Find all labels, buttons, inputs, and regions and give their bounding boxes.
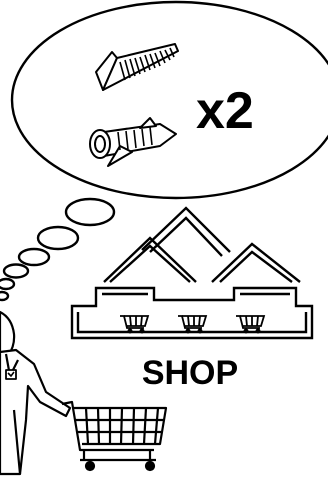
store-building — [72, 208, 312, 338]
shop-sign-text: SHOP — [142, 354, 238, 392]
thought-bubble-dot — [66, 199, 114, 225]
shopping-cart-icon — [62, 402, 166, 470]
thought-bubble-dot — [38, 227, 78, 249]
quantity-label: x2 — [196, 82, 254, 140]
thought-bubble-dot — [19, 249, 49, 265]
person-figure — [0, 312, 70, 474]
thought-bubble-dot — [0, 279, 14, 289]
thought-bubble-cloud — [12, 2, 328, 198]
thought-bubble-dot — [0, 292, 8, 300]
thought-bubble-dot — [4, 265, 28, 278]
